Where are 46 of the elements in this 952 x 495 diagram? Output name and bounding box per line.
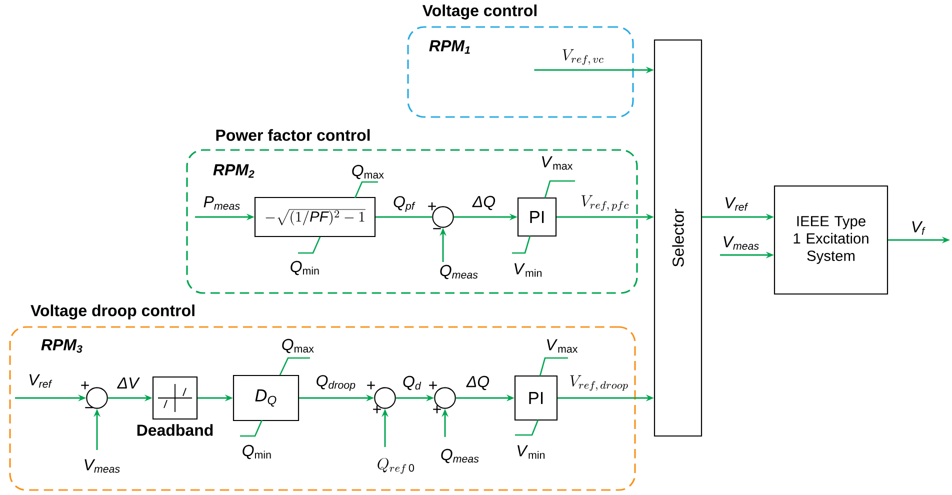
limit-label: V$_{max}$ [542,156,573,170]
pi-block: PI [514,375,558,421]
signal-label: V$_{meas}$ [84,459,120,473]
signal-label: P$_{meas}$ [204,196,240,210]
limit-label: V$_{min}$ [514,263,542,277]
limit-label: V$_{min}$ [518,445,545,459]
group-title: Voltage droop control [30,304,194,320]
excitation-block: IEEE Type 1 Excitation System [774,185,888,295]
signal-label: Q$_{d}$ [403,376,422,390]
signal-label: ΔQ [466,376,490,390]
signal-label: $V_{ref,\,pfc}$ [582,195,629,211]
block-label: RPM$_{1}$ [429,40,470,54]
pi-block: PI [517,197,557,237]
signal-label: ΔQ [472,196,496,210]
function-block: D$_{Q}$ [232,374,300,422]
limit-label: V$_{max}$ [547,339,578,353]
signal-label: Q$_{meas}$ [441,448,479,464]
sign-label: + [373,405,381,414]
limit-label: Q$_{max}$ [352,164,384,180]
signal-label: $V_{ref,\,vc}$ [562,49,604,65]
function-block: $-\sqrt{(1/\mathit{PF})^{2}-1}$ [254,196,376,238]
block-label: Selector [672,208,684,267]
sign-label: + [428,202,436,210]
signal-label: V$_{ref}$ [726,197,748,211]
limit-label: Q$_{max}$ [282,338,314,354]
limit-label: Q$_{min}$ [290,260,319,276]
sign-label: + [81,381,89,390]
block-caption: Deadband [137,424,213,436]
sign-label: + [367,381,375,390]
sign-label: + [429,381,437,390]
sign-label: − [433,228,441,230]
group-title: Voltage control [422,4,536,20]
limit-label: Q$_{min}$ [242,444,271,460]
signal-label: V$_{ref}$ [30,374,52,388]
signal-label: $V_{ref,\,droop}$ [570,375,628,391]
signal-label: V$_{f}$ [912,221,926,235]
signal-label: V$_{meas}$ [724,236,759,250]
signal-label: Q$_{droop}$ [316,375,356,391]
signal-label: $Q_{ref\,\mathrm{0}}$ [378,458,414,474]
signal-label: Q$_{pf}$ [394,196,416,212]
block-label: RPM$_{2}$ [213,164,254,178]
signal-label: ΔV [117,378,140,388]
group-title: Power factor control [216,129,370,141]
sign-label: + [433,405,441,414]
block-label: RPM$_{3}$ [41,339,82,353]
signal-label: Q$_{meas}$ [440,264,478,280]
